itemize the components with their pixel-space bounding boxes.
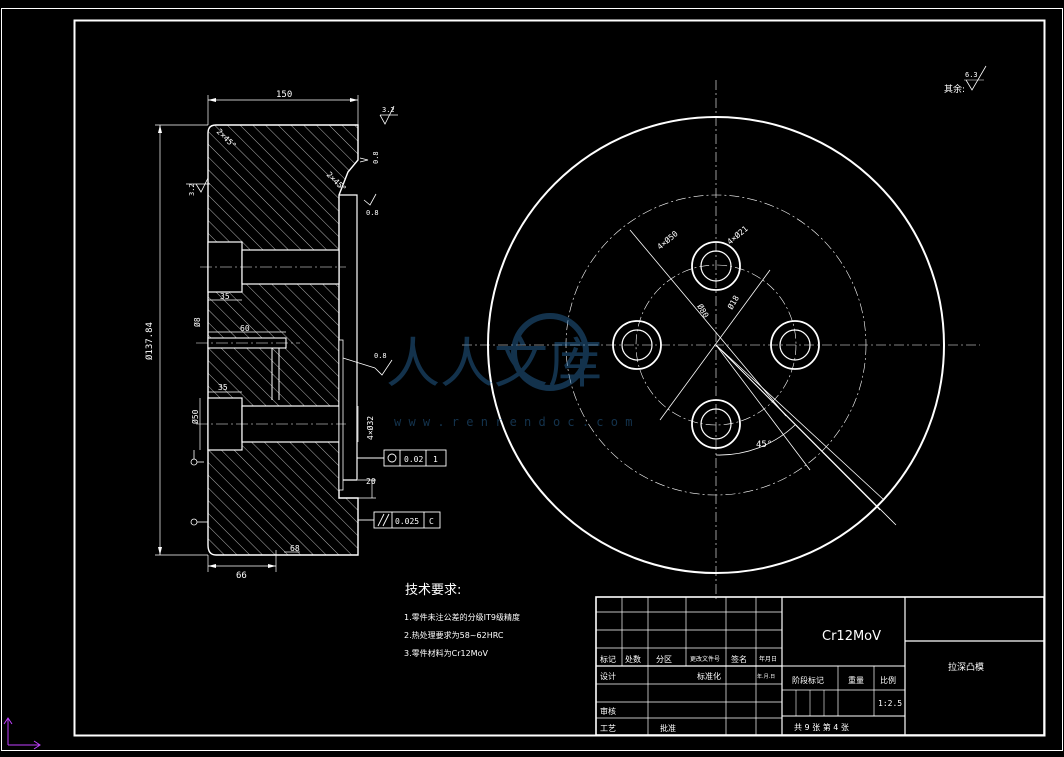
watermark-url: w w w . r e n r e n d o c . c o m [394,415,632,429]
dim-bottom: 66 [236,571,247,581]
tb-stage-mark: 阶段标记 [792,675,824,685]
tech-req-title: 技术要求: [405,583,461,598]
tech-req-item-2: 2.热处理要求为58~62HRC [404,630,504,640]
tb-label-date: 年月日 [759,655,777,663]
tech-req-item-1: 1.零件未注公差的分级IT9级精度 [404,612,520,622]
par-datum: C [429,517,434,526]
hole-bottom-inner [700,408,732,440]
gdt-parallelism [358,511,441,529]
rough-corner-value: 6.3 [965,71,978,79]
dim-left: Ø137.84 [144,322,155,360]
dim-right-hole: 4×Ø32 [365,416,375,440]
hole-top-inner [700,250,732,282]
gdt-perpendicularity [357,449,447,467]
tb-standardize: 标准化 [697,671,721,681]
label-45: 45° [756,440,772,450]
label-4x21: 4×Ø21 [725,223,750,246]
side-section-view: 150 66 Ø137.84 2×45° 2×45° 35 60 Ø8 35 Ø… [144,90,398,581]
dim-bottom-in: 68 [290,544,300,553]
label-4x50: 4×Ø50 [655,228,680,251]
hole-right-outer [770,320,820,370]
rough-mid: 0.8 [374,352,387,360]
dim-slot: 60 [240,324,250,333]
tb-weight: 重量 [848,675,864,685]
watermark-brand: 人人文库 [386,332,602,395]
rough-top: 3.2 [382,106,395,114]
dim-top: 150 [276,90,292,100]
perp-datum: 1 [433,455,438,464]
material: Cr12MoV [822,629,881,644]
label-d80: Ø80 [695,302,711,320]
tb-label-sign: 签名 [731,654,747,664]
ucs-icon [3,717,41,750]
tb-process: 工艺 [600,724,616,733]
hole-left-outer [612,320,662,370]
watermark: 人人文库 w w w . r e n r e n d o c . c o m [386,313,632,429]
hole-left-inner [621,329,653,361]
dim-hole-upper: 35 [220,292,230,301]
tb-scale-label: 比例 [880,675,896,685]
tb-design: 设计 [600,671,616,681]
tb-scale-value: 1:2.5 [878,699,902,708]
rough-left: 3.2 [188,183,196,196]
hole-bottom-outer [691,399,741,449]
label-d18: Ø18 [725,293,741,311]
dim-d8: Ø8 [192,317,202,327]
dim-hole-lower: 35 [218,383,228,392]
tech-req-item-3: 3.零件材料为Cr12MoV [404,648,488,658]
par-value: 0.025 [395,517,419,526]
title-block [595,596,1045,736]
rough-right-b: 0.8 [366,209,379,217]
tb-sheet-info: 共 9 张 第 4 张 [794,722,849,732]
rough-right-a: 0.8 [372,151,380,164]
tb-date-code: 年.月.日 [757,673,775,680]
inner-frame [73,19,1046,737]
tb-label-zone: 分区 [656,655,672,664]
dim-20: 20 [366,477,376,486]
rough-corner-label: 其余: [944,83,965,95]
tb-review: 审核 [600,706,616,716]
outer-frame [1,8,1063,751]
tb-label-mark: 标记 [600,654,616,664]
tb-approve: 批准 [660,723,676,733]
roughness-corner: 其余: 6.3 [944,65,987,95]
tb-label-count: 处数 [625,654,641,664]
perp-value: 0.02 [404,455,423,464]
hole-top-outer [691,241,741,291]
tech-requirements: 技术要求: 1.零件未注公差的分级IT9级精度 2.热处理要求为58~62HRC… [404,583,520,658]
part-name: 拉深凸模 [948,661,984,673]
tb-label-change: 更改文件号 [690,655,720,663]
dim-d50: Ø50 [190,409,200,424]
hole-right-inner [779,329,811,361]
